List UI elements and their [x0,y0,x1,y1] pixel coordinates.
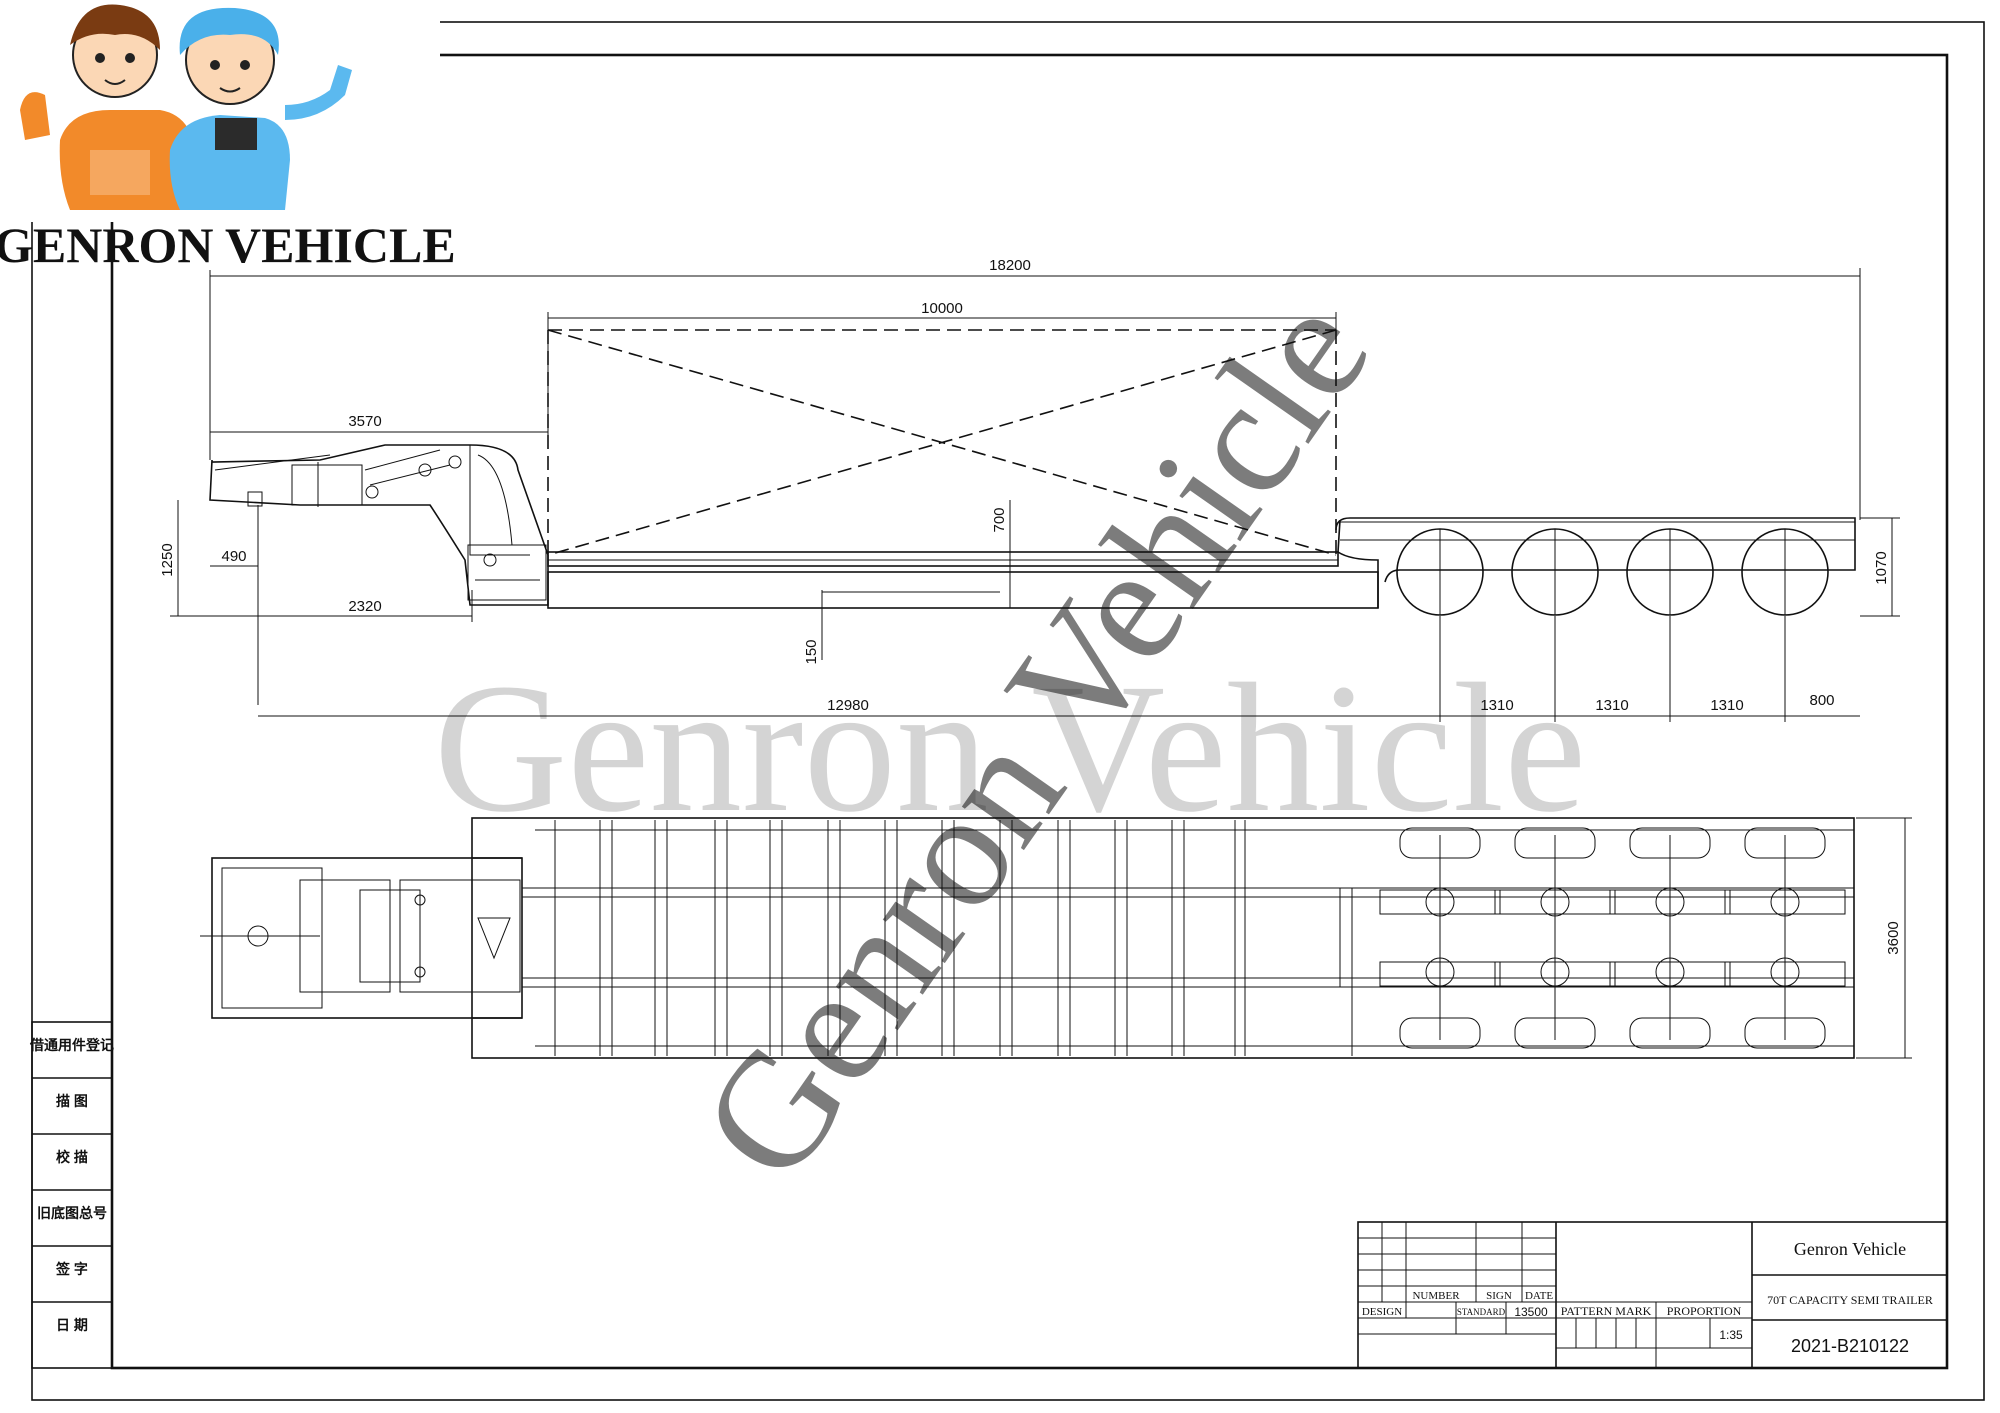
side-label-4: 旧底图总号 [37,1205,107,1221]
dim-width: 3600 [1885,921,1902,954]
side-view: 18200 10000 3570 [159,257,1900,722]
drawing-number: 2021-B210122 [1791,1336,1909,1356]
cross-members [554,820,1353,1056]
side-label-2: 描 图 [56,1093,88,1109]
top-view: 3600 [200,817,1912,1059]
company-name: Genron Vehicle [1794,1239,1906,1259]
dim-overall-length: 18200 [989,257,1031,274]
label-number: NUMBER [1412,1290,1460,1302]
dim-deck-length: 10000 [921,300,963,317]
dim-gooseneck-length: 3570 [348,413,381,430]
dim-kingpin-to-landing: 2320 [348,598,381,615]
title-block: NUMBER SIGN DATE DESIGN STANDARD 13500 P… [1357,1221,1948,1369]
inner-border [110,53,1949,1370]
dim-kingpin-to-first-axle: 12980 [827,697,869,714]
axle-group-1 [1379,827,1501,1049]
dim-kingpin-offset: 490 [221,548,246,565]
side-revision-block: 借通用件登记 描 图 校 描 旧底图总号 签 字 日 期 [29,1021,114,1369]
axle-group-2 [1494,827,1616,1049]
dim-axle-spacing-3: 1310 [1710,697,1743,714]
label-proportion: PROPORTION [1667,1304,1742,1318]
axle-group-4 [1724,827,1846,1049]
standard-value: 13500 [1514,1305,1548,1319]
label-pattern-mark: PATTERN MARK [1561,1304,1652,1318]
brand-name: GENRON VEHICLE [0,217,456,273]
label-date: DATE [1525,1290,1553,1302]
watermark-horizontal: Genron Vehicle [434,646,1586,851]
label-standard: STANDARD [1457,1307,1506,1317]
brand-logo: GENRON VEHICLE [0,0,456,273]
outer-border [31,21,1985,1401]
dim-axle-spacing-2: 1310 [1595,697,1628,714]
side-label-3: 校 描 [56,1149,88,1165]
side-label-1: 借通用件登记 [29,1037,114,1053]
dim-deck-height: 700 [991,507,1008,532]
dim-axle-spacing-1: 1310 [1480,697,1513,714]
dim-ground-clearance: 150 [803,639,820,664]
dim-gooseneck-height: 1250 [159,543,176,576]
dim-rear-height: 1070 [1873,551,1890,584]
orange-mascot [20,4,195,210]
blue-mascot [169,7,352,210]
side-label-6: 日 期 [56,1317,88,1333]
side-label-5: 签 字 [55,1261,88,1277]
scale-value: 1:35 [1719,1328,1743,1342]
label-sign: SIGN [1486,1290,1512,1302]
axle-group-3 [1609,827,1731,1049]
product-title: 70T CAPACITY SEMI TRAILER [1767,1293,1933,1307]
label-design: DESIGN [1362,1306,1402,1318]
dim-rear-overhang: 800 [1809,692,1834,709]
